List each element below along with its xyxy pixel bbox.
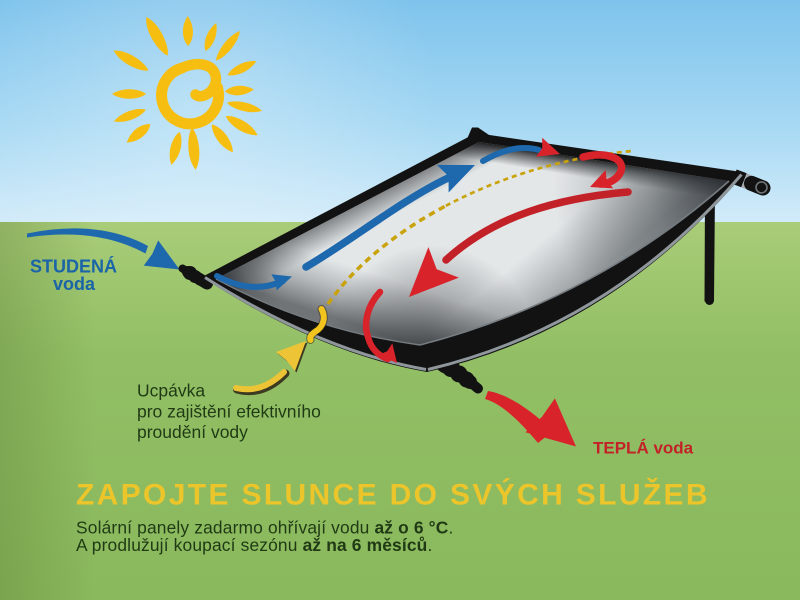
svg-text:Solární panely zadarmo ohřívaj: Solární panely zadarmo ohřívají vodu až …	[76, 518, 453, 538]
svg-text:TEPLÁ voda: TEPLÁ voda	[593, 439, 694, 458]
svg-text:Ucpávka: Ucpávka	[137, 381, 205, 401]
svg-text:pro zajištění efektivního: pro zajištění efektivního	[137, 402, 321, 422]
svg-text:voda: voda	[53, 274, 96, 294]
svg-text:ZAPOJTE SLUNCE DO SVÝCH SLUŽEB: ZAPOJTE SLUNCE DO SVÝCH SLUŽEB	[76, 478, 710, 512]
svg-text:STUDENÁ: STUDENÁ	[30, 256, 117, 277]
svg-text:proudění vody: proudění vody	[137, 422, 248, 442]
svg-text:A prodlužují koupací sezónu až: A prodlužují koupací sezónu až na 6 měsí…	[76, 535, 432, 555]
